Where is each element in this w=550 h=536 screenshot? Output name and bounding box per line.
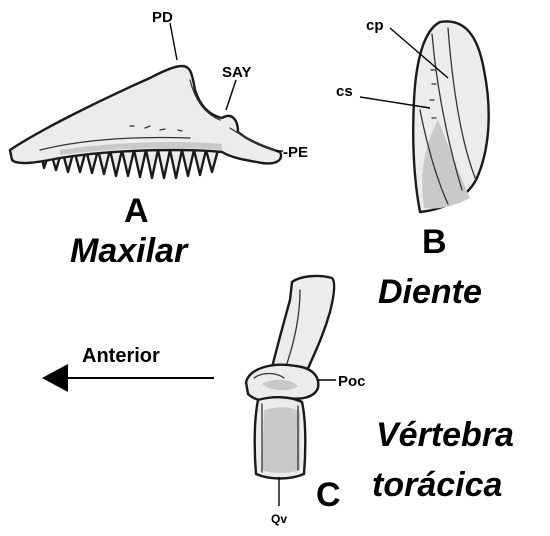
panel-c-caption-line1: Vértebra <box>376 416 514 454</box>
panel-c-caption-line2: torácica <box>372 466 502 504</box>
panel-c-vertebra: Poc Qv Anterior C Vértebra torácica <box>42 276 514 526</box>
panel-a-maxilla: PD SAY -PE A Maxilar <box>10 9 308 270</box>
label-say: SAY <box>222 64 251 81</box>
panel-b-tooth: cp cs B Diente <box>336 17 489 311</box>
panel-b-letter: B <box>422 223 447 261</box>
label-cp: cp <box>366 17 384 34</box>
anterior-direction-arrow <box>42 364 214 392</box>
label-poc: Poc <box>338 373 366 390</box>
panel-a-letter: A <box>124 192 149 230</box>
label-anterior: Anterior <box>82 345 160 367</box>
label-pd: PD <box>152 9 173 26</box>
panel-b-caption: Diente <box>378 273 482 311</box>
label-cs: cs <box>336 83 353 100</box>
vertebra-neural-spine <box>270 276 334 378</box>
label-pe: -PE <box>283 144 308 161</box>
panel-c-letter: C <box>316 476 341 514</box>
panel-a-caption: Maxilar <box>70 232 189 270</box>
label-qv: Qv <box>271 512 287 526</box>
